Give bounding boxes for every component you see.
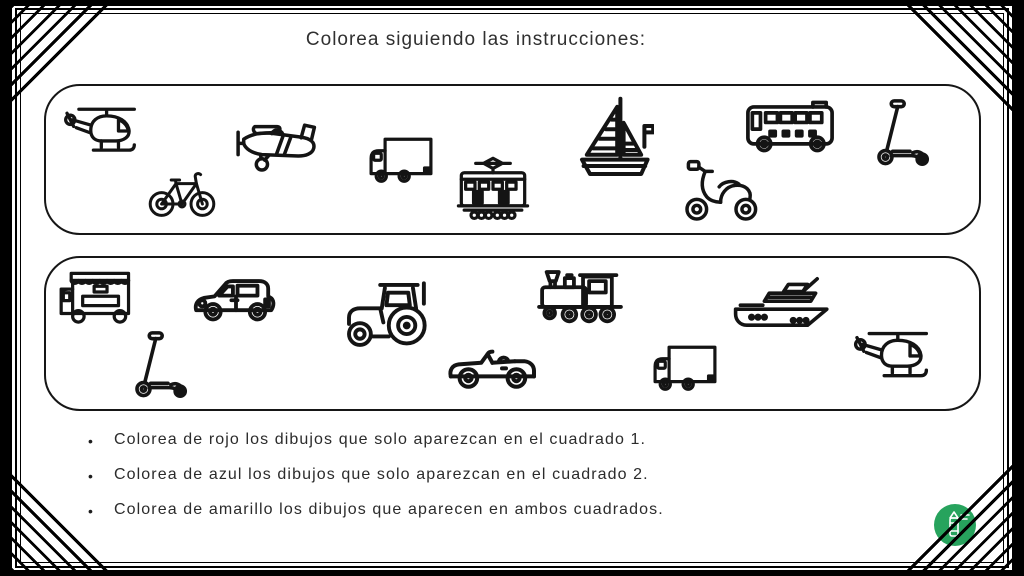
instruction-text-rojo: Colorea de rojo los dibujos que solo apa…	[114, 431, 647, 448]
bicycle-icon	[140, 162, 224, 222]
brand-logo	[933, 503, 977, 547]
sailboat-icon	[574, 92, 654, 184]
tractor-icon	[340, 274, 436, 352]
bus-icon	[742, 96, 838, 160]
airplane-icon	[228, 114, 328, 184]
bullet-dot: •	[88, 503, 93, 519]
cuadrado-2-panel	[44, 256, 981, 411]
motor-scooter-icon	[676, 156, 768, 226]
bullet-dot: •	[88, 433, 93, 449]
yacht-icon	[724, 274, 832, 338]
car-icon	[190, 270, 282, 332]
helicopter-icon	[842, 324, 940, 392]
instructions-list: • Colorea de rojo los dibujos que solo a…	[88, 431, 664, 536]
steam-train-icon	[532, 266, 628, 338]
instruction-row-1: • Colorea de rojo los dibujos que solo a…	[88, 431, 664, 449]
instruction-text-azul: Colorea de azul los dibujos que solo apa…	[114, 466, 649, 483]
box-truck-icon	[650, 334, 720, 400]
page-title: Colorea siguiendo las instrucciones:	[305, 29, 647, 50]
bullet-dot: •	[88, 468, 93, 484]
kick-scooter-icon	[860, 98, 934, 170]
box-truck-icon	[366, 126, 436, 192]
instruction-text-amarillo: Colorea de amarillo los dibujos que apar…	[114, 501, 664, 518]
convertible-car-icon	[446, 338, 542, 394]
crayon-icon	[933, 503, 977, 547]
instruction-row-3: • Colorea de amarillo los dibujos que ap…	[88, 501, 664, 519]
cuadrado-1-panel	[44, 84, 981, 235]
helicopter-icon	[58, 100, 142, 166]
kick-scooter-icon	[118, 330, 192, 402]
food-truck-icon	[54, 264, 140, 330]
tram-icon	[446, 154, 540, 226]
instruction-row-2: • Colorea de azul los dibujos que solo a…	[88, 466, 664, 484]
